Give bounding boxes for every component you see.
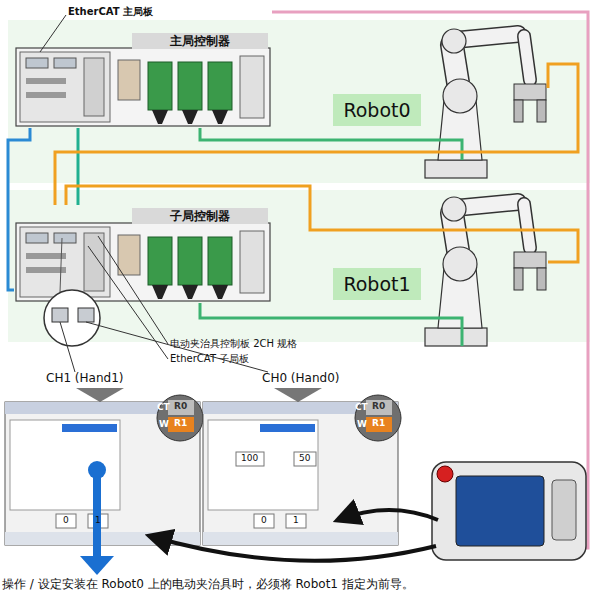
down-arrow-shaft (93, 470, 101, 558)
robot-box: Robot1 (330, 190, 588, 340)
field-value: 0 (63, 516, 69, 526)
key-label: R0 (174, 402, 187, 412)
robot-select-key (168, 400, 194, 415)
leader-line (60, 238, 62, 292)
field-value: 1 (95, 516, 101, 526)
board-label: EtherCAT 主局板 (68, 6, 153, 17)
key-label: CT (157, 403, 170, 413)
field-value: 0 (261, 516, 267, 526)
port-symbol (78, 308, 94, 322)
robot0-band (8, 20, 590, 183)
teach-pendant (432, 462, 586, 560)
master-controller-drawing (16, 48, 270, 126)
magnifier-circle (44, 290, 100, 346)
controller-box: 主局控制器 (14, 30, 272, 128)
key-label: R0 (372, 402, 385, 412)
screen-highlight (260, 424, 315, 432)
hand-cable (66, 186, 330, 230)
down-arrow-head (80, 556, 114, 575)
leader-line (40, 15, 66, 52)
slave-controller-drawing (16, 223, 270, 301)
field-value: 1 (293, 516, 299, 526)
ethercat-cable (8, 128, 30, 290)
callout-pointer (76, 388, 124, 402)
channel-label: CH0 (Hand0) (262, 372, 339, 385)
screen (5, 402, 200, 545)
hand-cable (330, 230, 578, 262)
leader-line (88, 246, 168, 359)
controller-box: 子局控制器 (14, 205, 272, 303)
board-label: 电动夹治具控制板 2CH 规格 (170, 338, 297, 349)
zoom-circle (355, 395, 401, 441)
robot-select-key (366, 417, 392, 432)
input-box (286, 514, 306, 528)
zoom-circle (157, 395, 203, 441)
board-label: EtherCAT 子局板 (170, 353, 249, 364)
robot-arm-drawing (425, 29, 546, 178)
hand-cable (330, 64, 578, 152)
screen-panel (208, 420, 318, 510)
pendant-screen (456, 476, 544, 546)
motor-cable (200, 128, 330, 140)
field-value: 50 (299, 454, 310, 464)
robot-select-key (366, 400, 392, 415)
input-box (294, 452, 316, 466)
input-box (236, 452, 264, 466)
caption: 操作 / 设定安装在 Robot0 上的电动夹治具时，必须将 Robot1 指定… (2, 576, 414, 593)
ethercat-cable (77, 128, 80, 205)
channel-label: CH1 (Hand1) (46, 372, 123, 385)
callout-pointer (274, 388, 322, 402)
pendant-keys (552, 480, 576, 540)
node-title: 子局控制器 (132, 208, 268, 224)
screen (203, 402, 398, 545)
screen-highlight (62, 424, 117, 432)
screen-panel (10, 420, 120, 510)
hand-cable (55, 152, 330, 205)
node-title: 主局控制器 (132, 33, 268, 49)
leader-line (60, 322, 75, 372)
port-symbol (52, 308, 68, 322)
key-label: R1 (174, 419, 187, 429)
field-value: 100 (241, 454, 258, 464)
key-label: W (357, 420, 367, 430)
motor-cable (200, 303, 330, 318)
motor-cable (330, 140, 462, 160)
robot-arm-drawing (425, 197, 546, 346)
key-label: W (159, 420, 169, 430)
key-label: R1 (372, 419, 385, 429)
robot-box: Robot0 (330, 20, 588, 180)
input-box (254, 514, 274, 528)
input-box (56, 514, 76, 528)
node-title: Robot0 (333, 94, 421, 126)
robot-select-key (168, 417, 194, 432)
node-title: Robot1 (333, 268, 421, 300)
operation-arrow (338, 510, 438, 520)
motor-cable (330, 318, 462, 346)
key-label: CT (355, 403, 368, 413)
emergency-button (437, 466, 453, 482)
operation-arrow (150, 536, 436, 561)
screen-footer (203, 532, 398, 545)
